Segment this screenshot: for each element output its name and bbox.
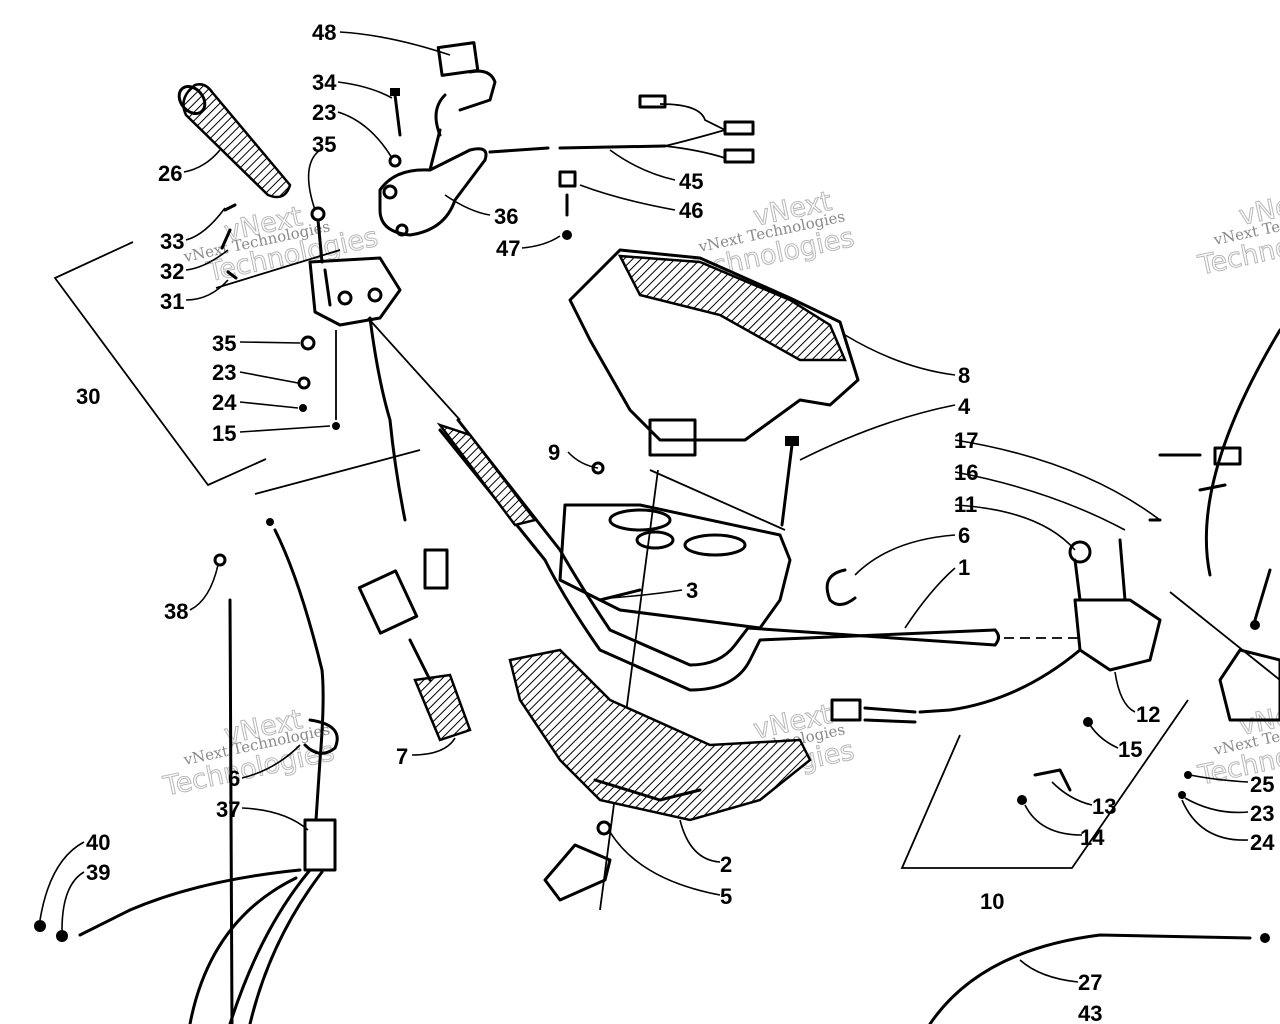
label-48: 48 <box>312 20 336 45</box>
label-6: 6 <box>958 523 970 548</box>
group-30-bracket <box>53 241 267 487</box>
screw-9 <box>591 461 605 475</box>
label-14: 14 <box>1080 825 1105 850</box>
label-23: 23 <box>212 360 236 385</box>
label-10: 10 <box>980 889 1004 914</box>
bracket-36 <box>378 128 488 237</box>
label-9: 9 <box>548 440 560 465</box>
vertical-alignment-line <box>599 469 659 911</box>
cable-38 <box>34 518 339 1024</box>
label-7: 7 <box>396 744 408 769</box>
bolt-4-head <box>785 436 799 446</box>
grip-26 <box>177 83 292 199</box>
cable-27 <box>928 933 1270 1024</box>
washer-23b <box>297 376 311 390</box>
switch-assembly-10 <box>830 518 1162 805</box>
label-4: 4 <box>958 394 971 419</box>
label-8: 8 <box>958 363 970 388</box>
label-2: 2 <box>720 852 732 877</box>
label-43: 43 <box>1078 1001 1102 1024</box>
mount-5 <box>543 820 612 902</box>
label-40: 40 <box>86 830 110 855</box>
label-26: 26 <box>158 161 182 186</box>
label-34: 34 <box>312 70 337 95</box>
label-24: 24 <box>212 390 237 415</box>
clip-46 <box>558 170 577 188</box>
group-30-side-line <box>367 317 461 421</box>
label-32: 32 <box>160 259 184 284</box>
label-24: 24 <box>1250 830 1275 855</box>
label-5: 5 <box>720 884 732 909</box>
wiring-45 <box>488 94 755 164</box>
group-outlines <box>53 241 1280 911</box>
right-edge-parts <box>1158 328 1280 799</box>
group-right-line <box>1169 591 1280 681</box>
label-39: 39 <box>86 860 110 885</box>
label-11: 11 <box>954 492 977 517</box>
label-23: 23 <box>1250 801 1274 826</box>
group-10-bracket <box>900 699 1189 869</box>
label-37: 37 <box>216 797 240 822</box>
cover-8 <box>568 248 860 457</box>
label-35: 35 <box>312 132 336 157</box>
bolt-4 <box>780 443 794 527</box>
screw-15a <box>332 422 340 430</box>
label-36: 36 <box>494 204 518 229</box>
lower-bracket-2 <box>508 648 812 822</box>
switch-7 <box>357 569 472 742</box>
label-30: 30 <box>76 384 100 409</box>
label-27: 27 <box>1078 970 1102 995</box>
label-16: 16 <box>954 460 978 485</box>
label-25: 25 <box>1250 772 1274 797</box>
label-6: 6 <box>228 766 240 791</box>
label-47: 47 <box>496 236 520 261</box>
label-33: 33 <box>160 229 184 254</box>
nut-24a <box>299 404 307 412</box>
label-23: 23 <box>312 100 336 125</box>
label-38: 38 <box>164 599 188 624</box>
ring-6a <box>825 568 857 606</box>
label-46: 46 <box>679 198 703 223</box>
label-31: 31 <box>160 289 184 314</box>
nut-35b <box>300 335 316 351</box>
label-15: 15 <box>1118 737 1142 762</box>
label-13: 13 <box>1092 794 1116 819</box>
handlebar-1 <box>436 418 1000 692</box>
label-3: 3 <box>686 578 698 603</box>
throttle-block-left <box>220 203 449 590</box>
label-35: 35 <box>212 331 236 356</box>
group-38-bracket <box>254 449 421 495</box>
label-45: 45 <box>679 169 703 194</box>
part-labels: 48 34 23 35 26 36 45 46 47 33 32 31 35 2… <box>76 20 1275 1024</box>
connector-48 <box>434 41 497 137</box>
pod-housing <box>558 503 792 630</box>
group-30-top-line <box>215 249 341 289</box>
screw-47 <box>562 230 572 240</box>
label-15: 15 <box>212 421 236 446</box>
leader-lines <box>39 31 1249 983</box>
pod-alignment-line <box>649 469 786 531</box>
label-12: 12 <box>1136 702 1160 727</box>
label-1: 1 <box>958 555 970 580</box>
screw-34 <box>388 88 402 168</box>
label-17: 17 <box>954 428 978 453</box>
